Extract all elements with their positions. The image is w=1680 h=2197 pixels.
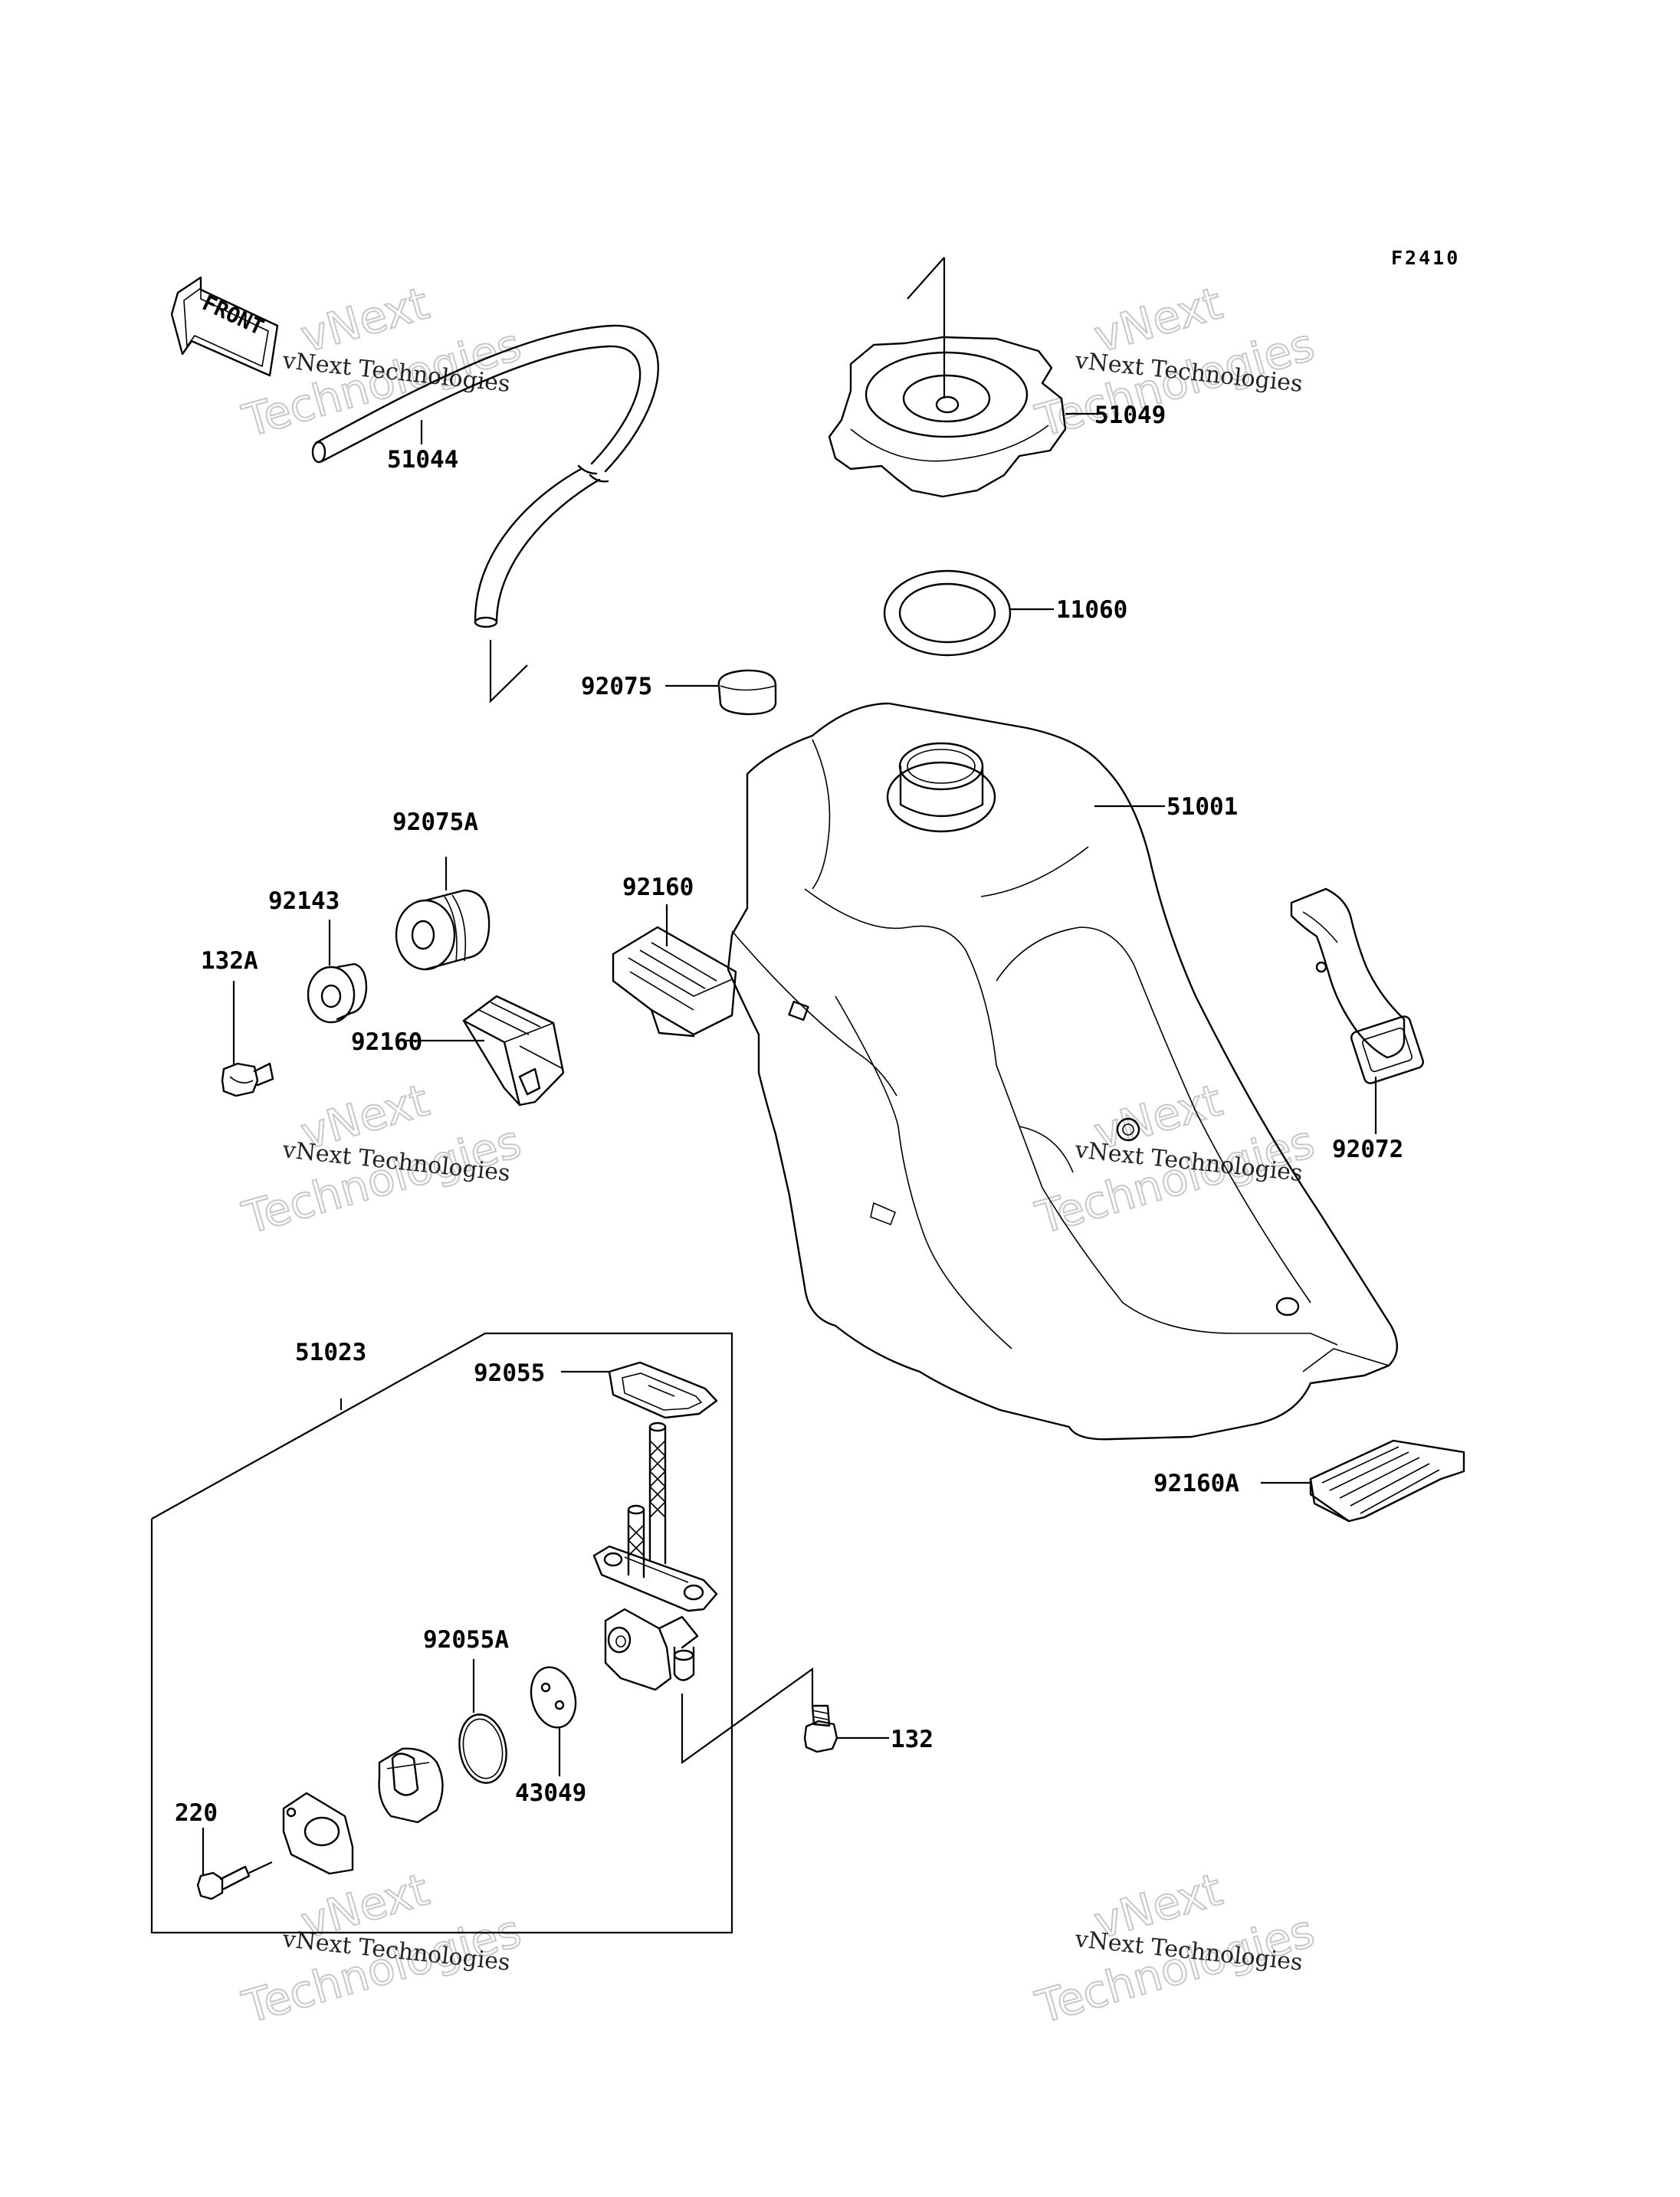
callout-11060: 11060 xyxy=(1056,596,1127,624)
callout-labels: 51044 51049 11060 92075 51001 92075A 921… xyxy=(175,402,1403,1827)
gasket-92055 xyxy=(608,1361,718,1419)
collar-92143 xyxy=(307,962,368,1024)
valve-plate xyxy=(282,1792,354,1875)
callout-92075a: 92075A xyxy=(392,808,478,836)
pad-92160-left xyxy=(462,995,565,1107)
pad-92160-middle xyxy=(612,926,737,1038)
callout-92072: 92072 xyxy=(1332,1136,1403,1163)
watermark-middle-right: Technologies vNext vNext Technologies xyxy=(1029,1073,1321,1244)
callout-132: 132 xyxy=(891,1726,934,1753)
callout-220: 220 xyxy=(175,1799,218,1827)
callout-92075: 92075 xyxy=(581,673,652,700)
o-ring-92055a xyxy=(458,1713,507,1784)
watermark-top-left: Technologies vNext vNext Technologies xyxy=(236,276,527,448)
watermark-top-right: Technologies vNext vNext Technologies xyxy=(1029,276,1321,448)
callout-51023: 51023 xyxy=(295,1339,366,1366)
screw-220 xyxy=(196,1861,273,1900)
cap-92075 xyxy=(717,669,777,716)
watermark-bottom-left: Technologies vNext vNext Technologies xyxy=(236,1862,527,2034)
callout-43049: 43049 xyxy=(515,1779,586,1807)
fuel-cock-valve xyxy=(592,1421,814,1765)
callout-92143: 92143 xyxy=(268,887,340,915)
diaphragm-43049 xyxy=(530,1666,577,1729)
watermark-bottom-right: Technologies vNext vNext Technologies xyxy=(1029,1862,1321,2034)
callout-51049: 51049 xyxy=(1094,402,1166,429)
figure-code: F2410 xyxy=(1391,247,1460,269)
strap-92072 xyxy=(1290,887,1424,1084)
watermark-middle-left: Technologies vNext vNext Technologies xyxy=(236,1073,527,1244)
callout-92160-left: 92160 xyxy=(351,1028,422,1056)
pad-92160a xyxy=(1309,1439,1465,1523)
fuel-tank-51001 xyxy=(727,702,1398,1441)
leader-lines xyxy=(202,412,1377,1876)
callout-92055: 92055 xyxy=(474,1359,545,1387)
callout-51044: 51044 xyxy=(387,446,458,474)
front-arrow-icon: FRONT xyxy=(170,276,279,377)
front-label: FRONT xyxy=(199,290,267,340)
fuel-cap-51049 xyxy=(828,257,1067,498)
valve-lever xyxy=(378,1747,444,1824)
bolt-132 xyxy=(803,1704,838,1753)
callout-92160a: 92160A xyxy=(1153,1470,1239,1497)
breather-hose-51044 xyxy=(311,324,659,703)
damper-92075a xyxy=(395,889,491,971)
fuel-cock-assembly-51023 xyxy=(150,1332,733,1934)
callout-92055a: 92055A xyxy=(423,1626,509,1654)
gasket-11060 xyxy=(883,569,1012,657)
callout-51001: 51001 xyxy=(1166,793,1238,821)
bolt-132a xyxy=(221,1062,274,1097)
callout-92160-middle: 92160 xyxy=(622,874,694,901)
callout-132a: 132A xyxy=(201,947,258,975)
